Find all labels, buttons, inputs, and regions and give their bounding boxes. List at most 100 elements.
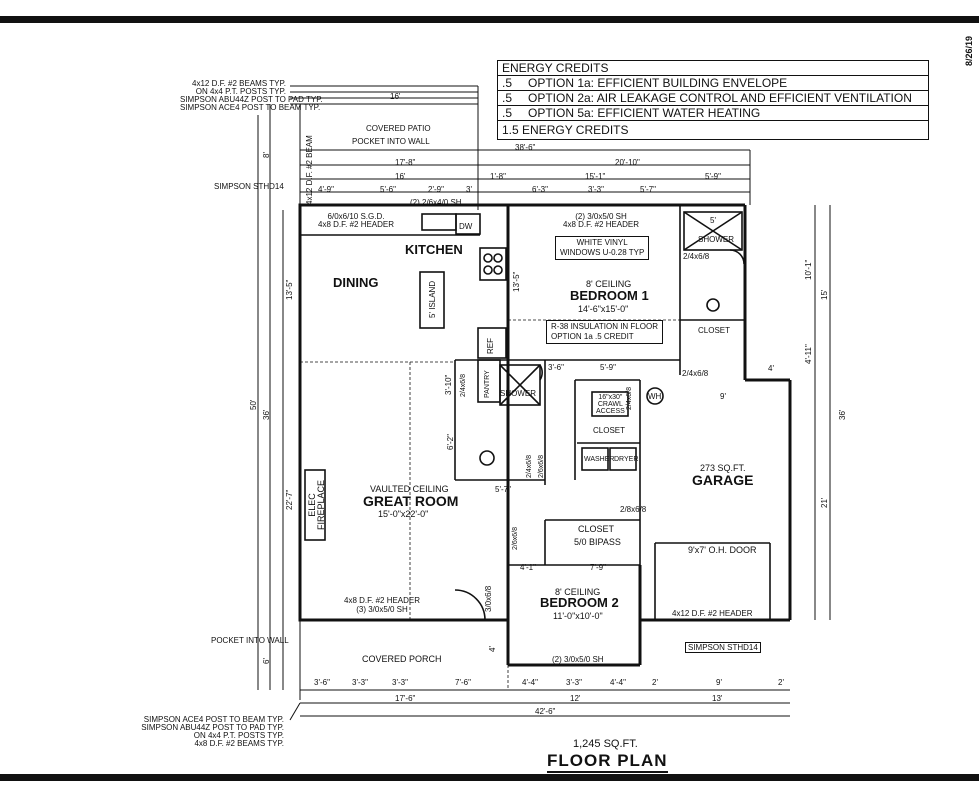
dim-label: 50' xyxy=(249,399,258,410)
range xyxy=(479,247,507,281)
label-washer: WASHER xyxy=(584,456,615,463)
dim-label: 10'-1" xyxy=(804,259,813,280)
dim-label: 5'-9" xyxy=(600,363,616,372)
dim-label: 15'-1" xyxy=(585,172,606,181)
label-closet-hall: CLOSET xyxy=(593,426,626,435)
label-dining: DINING xyxy=(333,275,379,290)
dim-label: 36' xyxy=(262,409,271,420)
dim-label: 3'-3" xyxy=(352,678,368,687)
dim-label: 16' xyxy=(390,92,401,101)
label-bedroom1-ceiling: 8' CEILING xyxy=(586,279,632,289)
label-door-laundry: 2/4x6/8 xyxy=(626,387,633,410)
fireplace-box xyxy=(304,469,326,541)
dim-label: 1'-8" xyxy=(490,172,506,181)
label-closet2: CLOSET xyxy=(578,524,615,534)
label-kitchen: KITCHEN xyxy=(405,242,463,257)
kitchen-island xyxy=(419,271,445,329)
energy-total: 1.5 ENERGY CREDITS xyxy=(502,123,629,137)
label-door-bed2: 2/6x6/8 xyxy=(512,527,519,550)
label-dw: DW xyxy=(459,222,473,231)
dim-label: 2' xyxy=(778,678,784,687)
top-border-bar xyxy=(0,16,979,23)
dim-label: 17'-8" xyxy=(395,158,416,167)
dim-label: 36' xyxy=(838,409,847,420)
label-bedroom2: BEDROOM 2 xyxy=(540,595,619,610)
label-door-entry: 3/0x6/8 xyxy=(484,585,493,612)
label-garage-header: 4x12 D.F. #2 HEADER xyxy=(672,609,753,618)
dim-label: 9' xyxy=(716,678,722,687)
label-door-pantry: 2/4x6/8 xyxy=(460,374,467,397)
note-simpson-right: SIMPSON STHD14 xyxy=(685,642,761,653)
dim-label: 4' xyxy=(488,646,497,652)
dim-label: 2' xyxy=(652,678,658,687)
kitchen-sink xyxy=(421,213,457,231)
label-closet1: CLOSET xyxy=(698,326,731,335)
label-bedroom1: BEDROOM 1 xyxy=(570,288,649,303)
label-bedroom2-size: 11'-0"x10'-0" xyxy=(553,611,603,621)
label-great-header: 4x8 D.F. #2 HEADER(3) 3/0x5/0 SH xyxy=(344,596,421,614)
dim-label: 13' xyxy=(712,694,723,703)
label-shower-door: 5' xyxy=(710,216,716,225)
toilet xyxy=(479,450,495,466)
label-door-bath2a: 2/4x6/8 xyxy=(526,455,533,478)
door-swing xyxy=(539,364,543,381)
label-ref: REF xyxy=(486,338,495,354)
note-beams-top: 4x12 D.F. #2 BEAMS TYP.ON 4x4 P.T. POSTS… xyxy=(180,79,323,112)
door-swing xyxy=(454,589,486,621)
label-shower: SHOWER xyxy=(698,235,734,244)
dim-label: 9' xyxy=(720,392,726,401)
dim-label: 4'-4" xyxy=(522,678,538,687)
dim-label: 3'-3" xyxy=(588,185,604,194)
dim-label: 6'-2" xyxy=(446,434,455,450)
label-covered-porch: COVERED PORCH xyxy=(362,654,442,664)
dim-label: 5'-6" xyxy=(380,185,396,194)
label-great-size: 15'-0"x22'-0" xyxy=(378,509,429,519)
toilet xyxy=(706,298,720,312)
dim-label: 13'-5" xyxy=(512,271,521,292)
crawl-access xyxy=(591,391,629,417)
note-simpson-left: SIMPSON STHD14 xyxy=(214,182,284,191)
dim-label: 6'-3" xyxy=(532,185,548,194)
label-shower-small: SHOWER xyxy=(500,389,536,398)
bottom-border-bar xyxy=(0,774,979,781)
label-bed2-window: (2) 3/0x5/0 SH xyxy=(552,655,604,664)
label-bedroom2-ceiling: 8' CEILING xyxy=(555,587,601,597)
dim-label: 7'-9" xyxy=(590,563,606,572)
dim-label: 4'-1" xyxy=(520,563,536,572)
door-swing xyxy=(729,249,745,265)
house-exterior-wall xyxy=(298,203,510,622)
dim-label: 4'-9" xyxy=(318,185,334,194)
dim-label: 38'-6" xyxy=(515,143,536,152)
dim-label: 20'-10" xyxy=(615,158,640,167)
dim-label: 17'-6" xyxy=(395,694,416,703)
dim-label: 22'-7" xyxy=(285,489,294,510)
dim-label: 7'-6" xyxy=(455,678,471,687)
washer xyxy=(581,447,609,471)
dim-label: 16' xyxy=(395,172,406,181)
label-covered-patio: COVERED PATIO xyxy=(366,124,431,133)
note-pocket-top: POCKET INTO WALL xyxy=(352,137,430,146)
dim-label: 5'-7" xyxy=(640,185,656,194)
label-great-ceiling: VAULTED CEILING xyxy=(370,484,449,494)
dim-line xyxy=(289,702,301,721)
label-garage: GARAGE xyxy=(692,472,754,488)
dim-label: 21' xyxy=(820,497,829,508)
note-beams-bottom: SIMPSON ACE4 POST TO BEAM TYP.SIMPSON AB… xyxy=(141,715,284,748)
dim-label: 5'-9" xyxy=(705,172,721,181)
dim-label: 12' xyxy=(570,694,581,703)
water-heater xyxy=(646,387,664,405)
dim-label: 3'-3" xyxy=(392,678,408,687)
dim-label: 13'-5" xyxy=(285,279,294,300)
label-sgd: 6/0x6/10 S.G.D.4x8 D.F. #2 HEADER xyxy=(318,212,395,229)
label-pantry: PANTRY xyxy=(484,370,491,398)
note-beam-vertical: 4x12 D.F. #2 BEAM xyxy=(305,135,314,205)
label-total-sqft: 1,245 SQ.FT. xyxy=(573,738,638,750)
plan-title: FLOOR PLAN xyxy=(547,751,668,773)
